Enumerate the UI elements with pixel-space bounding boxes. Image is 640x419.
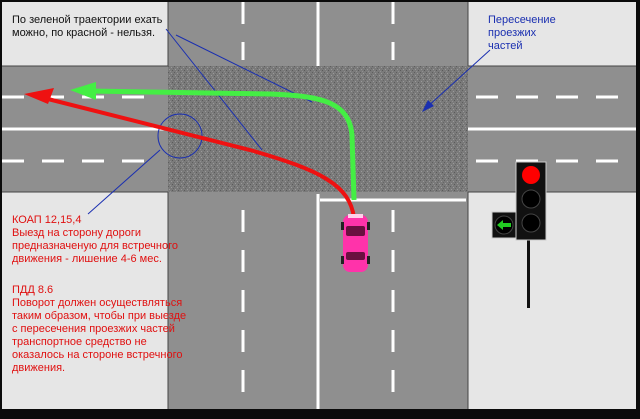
car-icon	[341, 214, 370, 272]
annotation-pointers	[87, 28, 491, 215]
allowed-trajectory	[89, 88, 357, 201]
intersection-label: Пересечение проезжих частей	[488, 14, 556, 52]
green-left-arrow-signal	[497, 220, 511, 230]
trajectory-rule-note: По зеленой траектории ехать можно, по кр…	[12, 14, 163, 39]
pdd-title: ПДД 8.6	[12, 284, 54, 296]
koap-text: Выезд на сторону дороги предназначеную д…	[12, 227, 178, 265]
pdd-text: Поворот должен осуществляться таким обра…	[12, 297, 187, 374]
allowed-arrowhead	[70, 82, 96, 100]
traffic-light-icon	[491, 161, 547, 308]
koap-title: КОАП 12,15,4	[12, 214, 82, 226]
intersection-pointer-arrowhead	[422, 100, 434, 112]
road-markings	[2, 2, 636, 409]
forbidden-trajectory	[39, 95, 356, 219]
curb-lines	[2, 2, 636, 409]
forbidden-arrowhead	[24, 88, 54, 104]
red-signal-lamp	[522, 166, 540, 184]
intersection-area	[168, 66, 468, 192]
